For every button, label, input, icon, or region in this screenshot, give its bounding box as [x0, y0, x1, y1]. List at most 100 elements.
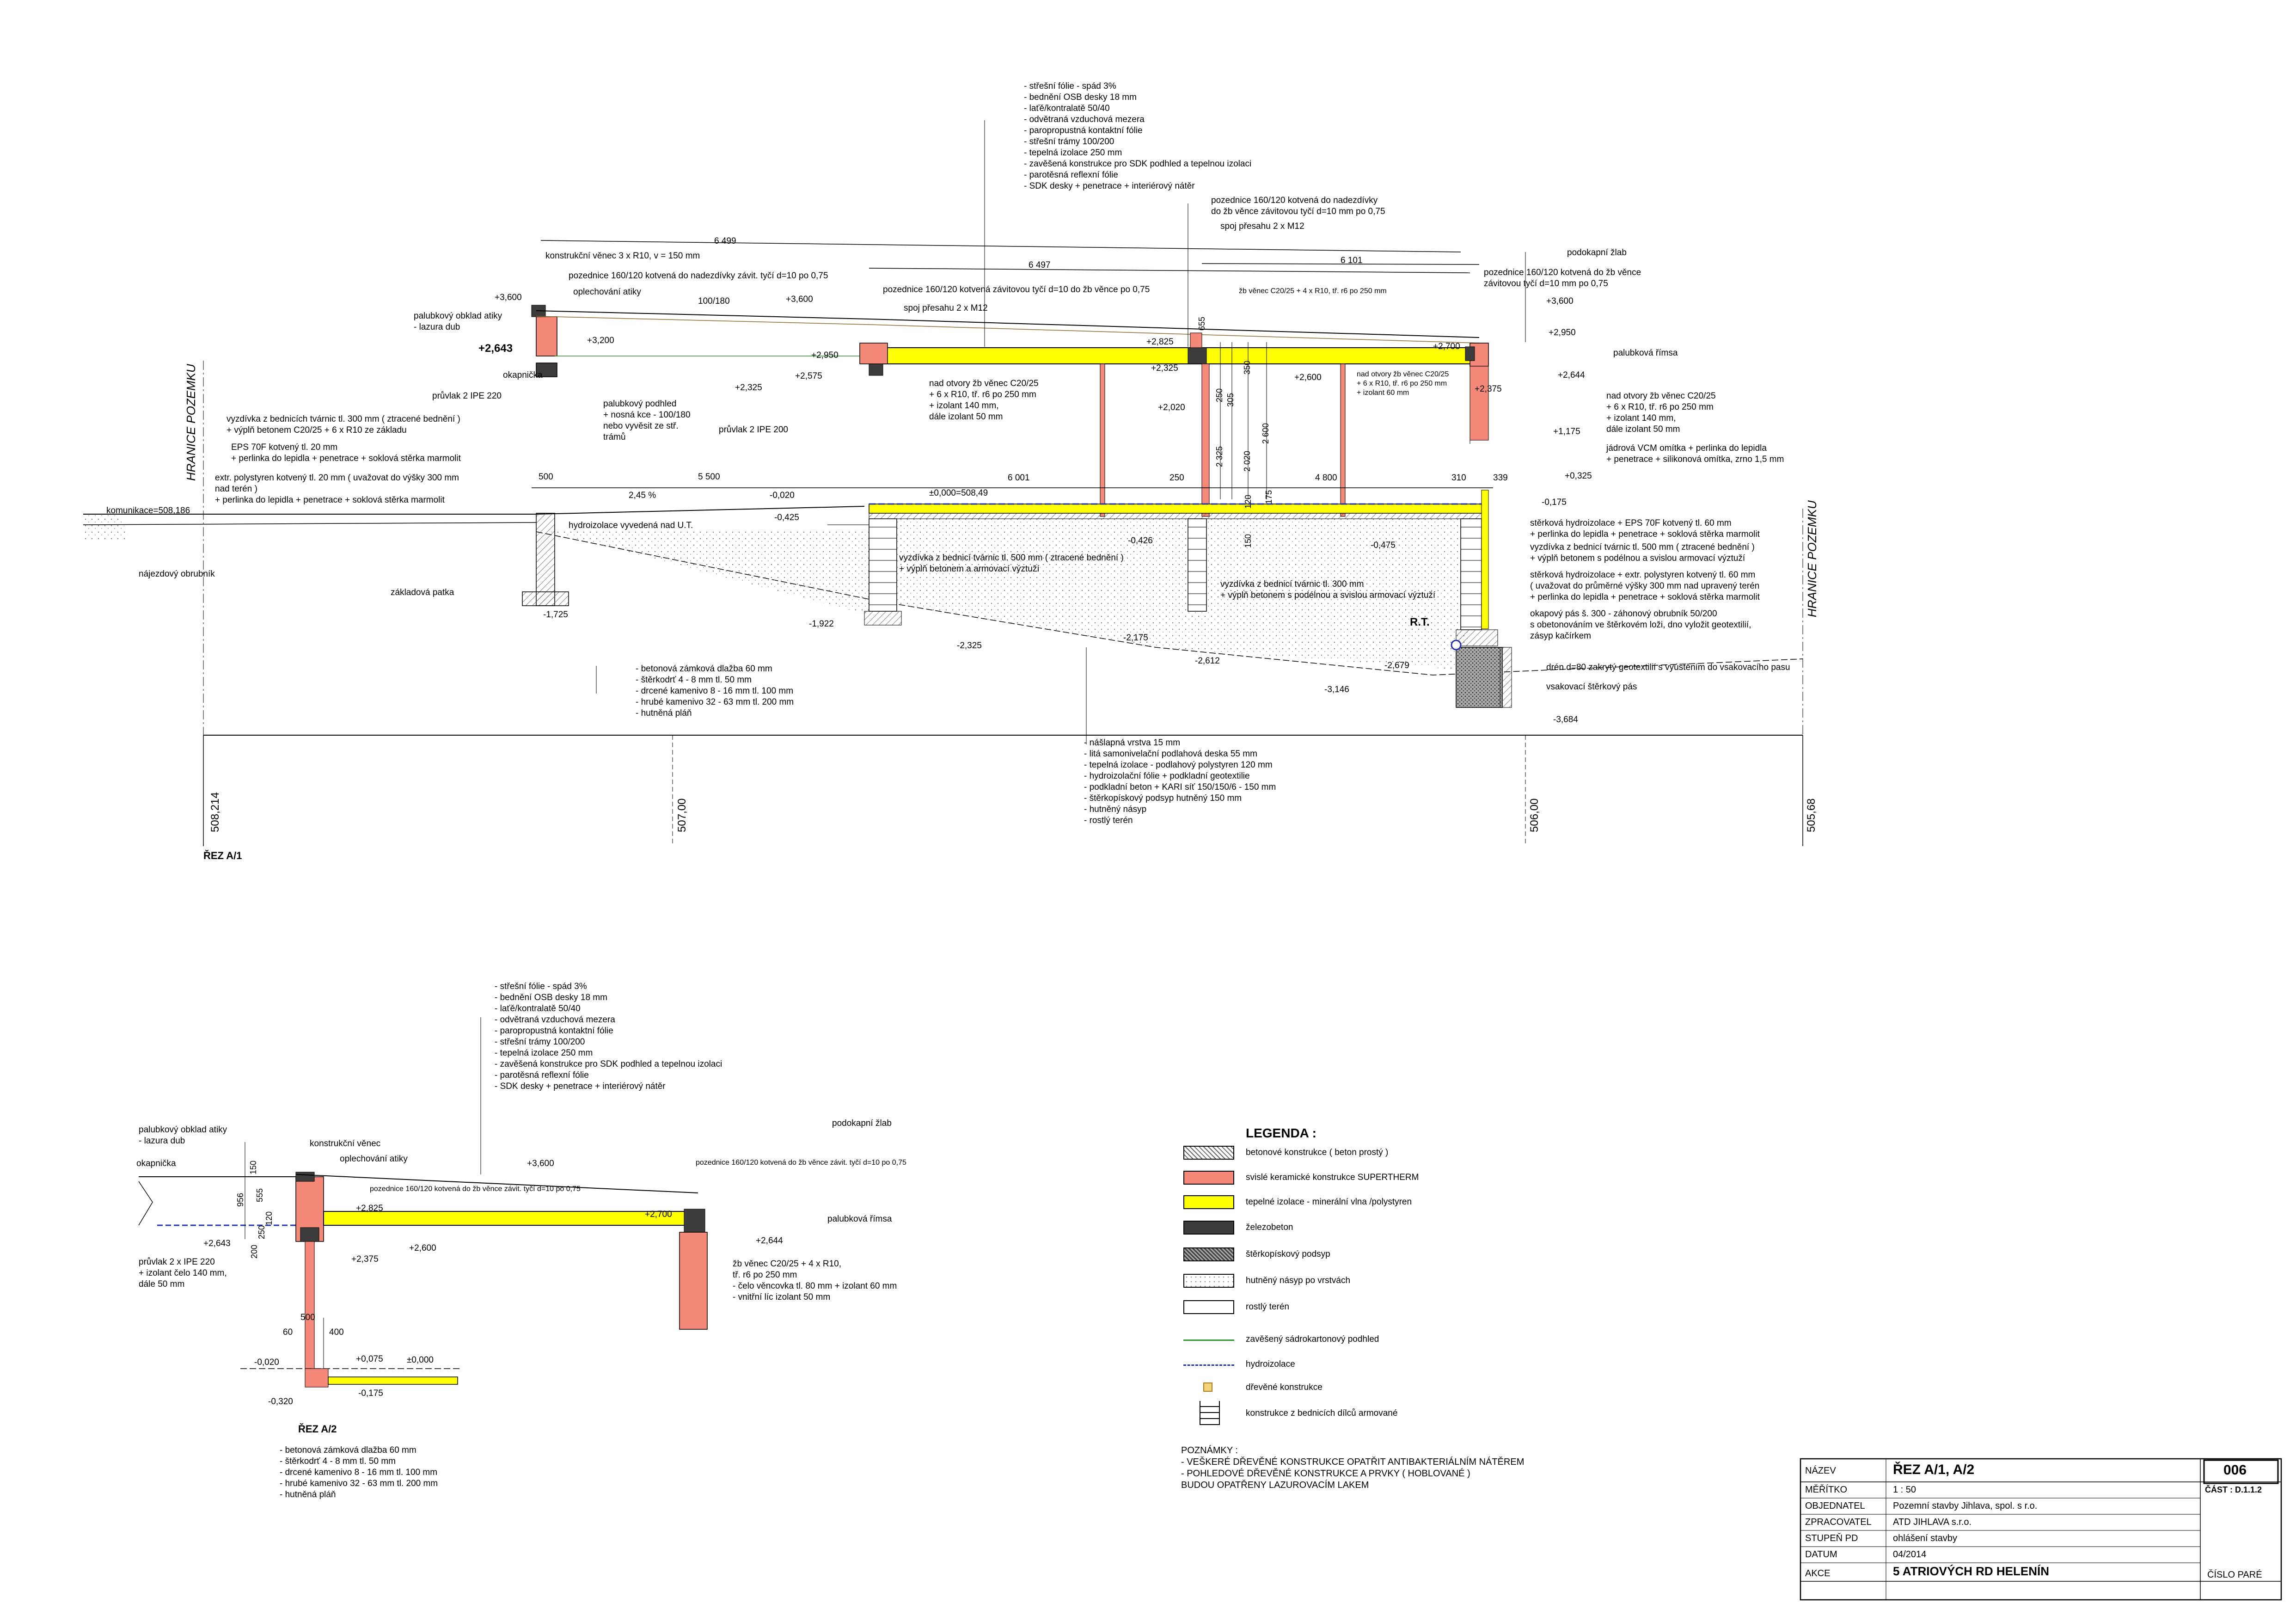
- legend-item-plasterboard: zavěšený sádrokartonový podhled: [1246, 1334, 1379, 1344]
- level-2679: -2,679: [1384, 661, 1409, 670]
- level-3684: -3,684: [1553, 715, 1578, 725]
- a2-label-oplechovani: oplechování atiky: [340, 1154, 408, 1164]
- dim-6497: 6 497: [1029, 260, 1051, 270]
- label-pozednice-mid: pozednice 160/120 kotvená závitovou tyčí…: [883, 285, 1150, 295]
- label-slope: 2,45 %: [629, 491, 656, 500]
- a2-level-0320: -0,320: [268, 1397, 293, 1407]
- legend-swatch-gravel: [1183, 1247, 1234, 1261]
- label-extr-left-2: nad terén ): [215, 484, 257, 494]
- a2-dim-60: 60: [283, 1327, 293, 1337]
- level-2643: +2,643: [478, 342, 513, 355]
- label-nad-otvory-right-3: + izolant 140 mm,: [1606, 413, 1676, 423]
- dim-5500: 5 500: [698, 472, 720, 482]
- label-nad-otvory-mid-1: nad otvory žb věnec C20/25: [929, 379, 1039, 388]
- terrain-level-1: 507,00: [676, 798, 688, 832]
- tb-datum-label: DATUM: [1805, 1549, 1837, 1560]
- a2-label-palubkovy-obklad: palubkový obklad atiky: [139, 1125, 227, 1135]
- a2-label-palubkova-rimsa: palubková římsa: [827, 1214, 892, 1224]
- legend-swatch-concrete: [1183, 1146, 1234, 1160]
- dim-339: 339: [1493, 473, 1508, 483]
- level-2600: +2,600: [1294, 373, 1322, 382]
- label-sterkova-right-1: stěrková hydroizolace + EPS 70F kotvený …: [1530, 518, 1732, 528]
- dim-v-175: 175: [1264, 490, 1274, 504]
- level-3600-a: +3,600: [495, 293, 522, 302]
- a2-dim-500: 500: [300, 1313, 315, 1322]
- a2-level-0075: +0,075: [356, 1354, 383, 1364]
- dim-6101: 6 101: [1341, 256, 1363, 265]
- tb-nazev-label: NÁZEV: [1805, 1466, 1836, 1476]
- a2-label-okapnicka: okapnička: [136, 1159, 176, 1168]
- label-najezdovy: nájezdový obrubník: [139, 569, 215, 579]
- label-pozednice-right-2: do žb věnce závitovou tyčí d=10 mm po 0,…: [1211, 207, 1385, 216]
- label-hydroizolace-left: hydroizolace vyvedená nad U.T.: [569, 521, 693, 530]
- legend-item-wood: dřevěné konstrukce: [1246, 1382, 1322, 1392]
- tb-cislo-pare: ČÍSLO PARÉ: [2207, 1570, 2262, 1580]
- a2-label-pruvlak-2: + izolant čelo 140 mm,: [139, 1268, 227, 1278]
- level-2325-a: +2,325: [735, 383, 762, 393]
- label-vyzdivka-left-1: vyzdívka z bednicích tvárnic tl. 300 mm …: [227, 414, 460, 424]
- a2-label-podokapni-zlab: podokapní žlab: [832, 1118, 892, 1128]
- label-tramu: trámů: [603, 432, 626, 442]
- tb-meritko-label: MĚŘÍTKO: [1805, 1485, 1848, 1495]
- section-a1: [83, 120, 1803, 846]
- dim-310: 310: [1451, 473, 1466, 483]
- label-nad-otvory-right-1: nad otvory žb věnec C20/25: [1606, 391, 1716, 401]
- a2-label-zb-1: žb věnec C20/25 + 4 x R10,: [733, 1259, 842, 1269]
- level-2020: +2,020: [1158, 403, 1185, 412]
- label-sterkova-right-4: ( uvažovat do průměrné výšky 300 mm nad …: [1530, 581, 1760, 591]
- dim-v-2325: 2 325: [1215, 446, 1224, 467]
- a2-label-zb-3: - čelo věncovka tl. 80 mm + izolant 60 m…: [733, 1281, 897, 1291]
- tb-cast: ČÁST : D.1.1.2: [2205, 1485, 2262, 1494]
- label-okapovy-3: zásyp kačírkem: [1530, 631, 1591, 641]
- legend-swatch-waterproofing: [1183, 1364, 1234, 1366]
- dim-100-180: 100/180: [698, 296, 730, 306]
- level-1725: -1,725: [543, 610, 568, 620]
- label-nad-otvory-mid-3: + izolant 140 mm,: [929, 401, 999, 411]
- label-vyzdivka-mid-1: vyzdívka z bednicí tvárnic tl. 500 mm ( …: [899, 553, 1124, 563]
- level-2175: -2,175: [1123, 633, 1148, 643]
- label-vyzdivka-mid-2: + výplň betonem a armovací výztuží: [899, 564, 1040, 574]
- label-vyzdivka-mid-3: vyzdívka z bednicí tvárnic tl. 300 mm: [1220, 579, 1364, 589]
- terrain-level-0: 508,214: [209, 792, 221, 832]
- a2-dim-v-200: 200: [250, 1244, 259, 1259]
- level-2950-b: +2,950: [1549, 328, 1576, 338]
- level-3600-b: +3,600: [786, 295, 813, 304]
- label-komunikace: komunikace=508,186: [106, 506, 190, 516]
- label-pruvlak-left: průvlak 2 IPE 220: [432, 391, 502, 401]
- a2-level-2644: +2,644: [756, 1236, 783, 1246]
- a2-label-zb-2: tř. r6 po 250 mm: [733, 1270, 797, 1280]
- legend-item-reinforced-concrete: železobeton: [1246, 1223, 1293, 1232]
- legend-swatch-fill: [1183, 1274, 1234, 1288]
- a2-label-lazura: - lazura dub: [139, 1136, 185, 1146]
- dim-v-655: 655: [1197, 316, 1206, 331]
- a2-dim-v-150: 150: [249, 1160, 258, 1174]
- level-3200: +3,200: [587, 336, 614, 345]
- legend-item-gravel: štěrkopískový podsyp: [1246, 1249, 1330, 1259]
- dim-v-250: 250: [1215, 388, 1224, 402]
- a2-label-pruvlak-3: dále 50 mm: [139, 1279, 185, 1289]
- dim-250: 250: [1169, 473, 1184, 483]
- label-nad-otvory-small-3: + izolant 60 mm: [1357, 389, 1409, 397]
- a2-dim-v-555: 555: [255, 1188, 264, 1202]
- level-2644: +2,644: [1558, 370, 1585, 380]
- tb-meritko: 1 : 50: [1893, 1485, 1916, 1495]
- tb-stupen-label: STUPEŇ PD: [1805, 1533, 1858, 1543]
- tb-akce-label: AKCE: [1805, 1568, 1831, 1579]
- legend-title: LEGENDA :: [1246, 1126, 1316, 1140]
- level-3600-c: +3,600: [1546, 296, 1574, 306]
- legend-swatch-wood-icon: [1203, 1382, 1212, 1392]
- level-2825: +2,825: [1146, 337, 1174, 347]
- a2-level-0175: -0,175: [358, 1389, 383, 1398]
- level-2612: -2,612: [1195, 656, 1220, 666]
- dim-500: 500: [539, 472, 553, 482]
- dim-6001: 6 001: [1008, 473, 1030, 483]
- roof-composition-notes-a1: - střešní fólie - spád 3%- bednění OSB d…: [1024, 81, 1252, 191]
- legend-swatch-insulation: [1183, 1195, 1234, 1209]
- label-podokapni-zlab: podokapní žlab: [1567, 248, 1627, 258]
- tb-number: 006: [2223, 1462, 2247, 1478]
- label-nad-otvory-right-2: + 6 x R10, tř. r6 po 250 mm: [1606, 402, 1714, 412]
- a2-level-2700: +2,700: [645, 1210, 672, 1219]
- a2-label-zb-4: - vnitřní líc izolant 50 mm: [733, 1292, 831, 1302]
- level-0325: +0,325: [1565, 471, 1592, 481]
